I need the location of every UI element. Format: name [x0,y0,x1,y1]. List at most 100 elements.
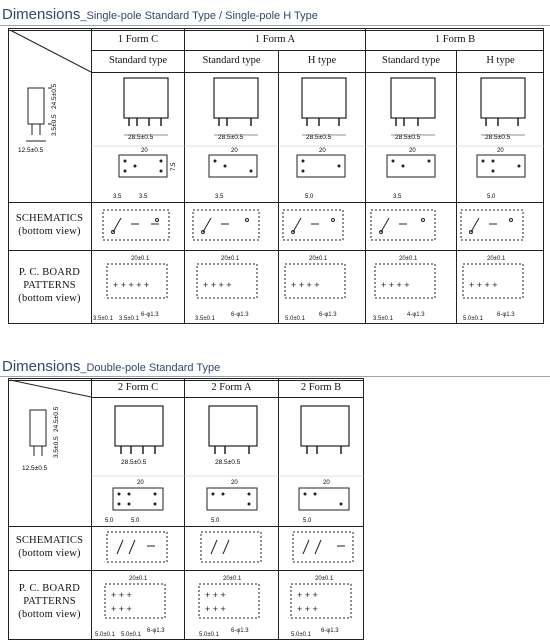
s1-bottom-1a-h-50: 5.0 [305,194,314,200]
s1-type-1a-std: Standard type [202,55,261,66]
s1-type-1b-h: H type [486,55,515,66]
s2-side-view-drawing: 24.5±0.5 3.5±0.5 12.5±0.5 [22,406,60,472]
section1-title: Dimensions_Single-pole Standard Type / S… [2,6,318,24]
s1-pcb-1a-std-20: 20±0.1 [221,256,240,262]
s1-front-1a-std: 28.5±0.5 [213,77,259,141]
s1-pcb-1c-35b: 3.5±0.1 [119,316,140,322]
s1-pcb-1b-std-20: 20±0.1 [399,256,418,262]
s1-bottom-1b-std-20: 20 [409,148,416,154]
s1-group-1c: 1 Form C [117,34,159,45]
s2-group-2b: 2 Form B [300,382,342,393]
s1-pcb-1a-h-hole: 6-φ1.3 [319,312,337,318]
s2-pcb-2a-20: 20±0.1 [223,576,242,582]
s2-pcb-2c-20: 20±0.1 [129,576,148,582]
s1-pcb-1b-std-35: 3.5±0.1 [373,316,394,322]
s2-front-and-bottom-views: 28.5±0.5 28.5±0.5 20 5.0 5.0 20 5.0 20 [91,405,364,524]
section2-title-main: Dimensions [2,358,81,375]
s1-pcb-1a-h-pins: + + + + [291,280,320,290]
s1-label-pcb-2: PATTERNS [23,280,76,291]
s2-group-2a: 2 Form A [211,382,252,393]
s1-pcb-1b-h-50: 5.0±0.1 [463,316,484,322]
s1-type-1b-std: Standard type [381,55,441,66]
section2-rule [0,376,550,377]
section1-title-main: Dimensions [2,6,81,23]
s1-front-views: 28.5±0.5 28.5±0.5 28.5±0.5 28.5±0.5 28.5… [123,77,526,141]
s1-line-bottom [8,323,544,324]
s1-bottom-1a-h: 20 5.0 [296,148,346,200]
s1-pcb-1c-35a: 3.5±0.1 [93,316,114,322]
s1-bottom-1b-h-20: 20 [497,148,504,154]
s2-bottom-2b-20: 20 [323,480,330,486]
s1-line-hrow2 [91,72,544,73]
s1-pcb-1b-std-hole: 4-φ1.3 [407,312,425,318]
s2-group-2c: 2 Form C [117,382,159,393]
s2-corner-diagonal [9,379,92,398]
s2-line-hrow [91,397,364,398]
s1-bottom-1a-std: 20 3.5 [208,148,258,200]
s1-front-1c-dim: 28.5±0.5 [128,134,154,141]
s2-pcb-2b-pins-top: + + + [297,590,318,600]
s1-bottom-1c-75: 7.5 [171,162,177,171]
s2-line-row-schem [8,526,364,527]
s1-front-1b-h-dim: 28.5±0.5 [485,134,511,141]
s1-line-row-pcb [8,250,544,251]
s2-line-col1 [184,378,185,640]
s1-type-1c-std: Standard type [108,55,168,66]
s1-line-col1 [184,28,185,324]
s1-front-1a-std-dim: 28.5±0.5 [218,134,244,141]
s1-label-schematics-sub: (bottom view) [18,226,81,237]
s2-pcb-2b-50: 5.0±0.1 [291,632,312,638]
s1-bottom-1b-std-35: 3.5 [393,194,402,200]
s1-pcb-1b-h-pins: + + + + [469,280,498,290]
s1-bottom-1c-20: 20 [141,148,148,154]
s1-line-hrow1 [91,50,544,51]
section1-table: 1 Form C 1 Form A 1 Form B Standard type… [8,28,544,324]
s2-pcb-2a-pins-top: + + + [205,590,226,600]
s2-front-2c-dim: 28.5±0.5 [121,459,147,466]
s2-bottom-2c: 20 5.0 5.0 [105,480,164,524]
s1-front-1b-std: 28.5±0.5 [390,77,436,141]
s1-side-view-drawing: 24.5±0.5 3.5±0.5 12.5±0.5 [18,83,58,154]
s2-bottom-2a-20: 20 [231,480,238,486]
s1-type-1a-h: H type [307,55,337,66]
s2-pcb-2c-50a: 5.0±0.1 [95,632,116,638]
s2-bottom-2c-50a: 5.0 [105,518,114,524]
section2-table: 2 Form C 2 Form A 2 Form B SCHEMATICS (b… [8,378,364,640]
s2-pcb-2c-hole: 6-φ1.3 [147,628,165,634]
s2-front-2b [300,405,350,454]
s1-label-pcb: P. C. BOARD PATTERNS (bottom view) [8,266,91,305]
s1-side-dim-pin: 3.5±0.5 [51,114,58,136]
s2-pcb: 20±0.1 20±0.1 20±0.1 5.0±0.1 5.0±0.1 6-φ… [95,576,352,638]
s2-pcb-2a-50: 5.0±0.1 [199,632,220,638]
s1-pcb-1a-h-50: 5.0±0.1 [285,316,306,322]
s2-label-pcb-main: P. C. BOARD [18,583,81,594]
s1-corner-diagonal [9,29,92,73]
s2-pcb-2a-hole: 6-φ1.3 [231,628,249,634]
s2-schematics [106,531,354,563]
section1-title-sub: _Single-pole Standard Type / Single-pole… [80,10,318,22]
s2-line-left [8,378,9,640]
s1-pcb-1a-h-20: 20±0.1 [309,256,328,262]
s1-bottom-1c: 20 7.5 3.5 3.5 [113,148,177,200]
s2-bottom-2a-50: 5.0 [211,518,220,524]
s2-side-dim-h: 24.5±0.5 [53,406,60,432]
s2-label-schematics-sub: (bottom view) [18,548,81,559]
s1-group-1a: 1 Form A [254,34,296,45]
s1-line-col4 [456,50,457,324]
s2-side-dim-pin: 3.5±0.5 [53,436,60,458]
s1-bottom-1a-h-20: 20 [319,148,326,154]
s1-line-col3 [365,28,366,324]
s2-bottom-2b: 20 5.0 [298,480,350,524]
s1-bottom-1a-std-20: 20 [231,148,238,154]
s1-side-dim-h: 24.5±0.5 [51,83,58,109]
s1-front-1c: 28.5±0.5 [123,77,169,141]
s2-label-pcb-2: PATTERNS [23,596,76,607]
s1-front-1a-h: 28.5±0.5 [301,77,347,141]
s2-label-schematics-main: SCHEMATICS [15,535,84,546]
s1-bottom-1b-h-50: 5.0 [487,194,496,200]
s2-bottom-2a: 20 5.0 [206,480,258,524]
s1-pcb-1a-std-hole: 6-φ1.3 [231,312,249,318]
s1-line-left [8,28,9,324]
s2-front-2a-dim: 28.5±0.5 [215,459,241,466]
s2-label-pcb-sub: (bottom view) [18,609,81,620]
